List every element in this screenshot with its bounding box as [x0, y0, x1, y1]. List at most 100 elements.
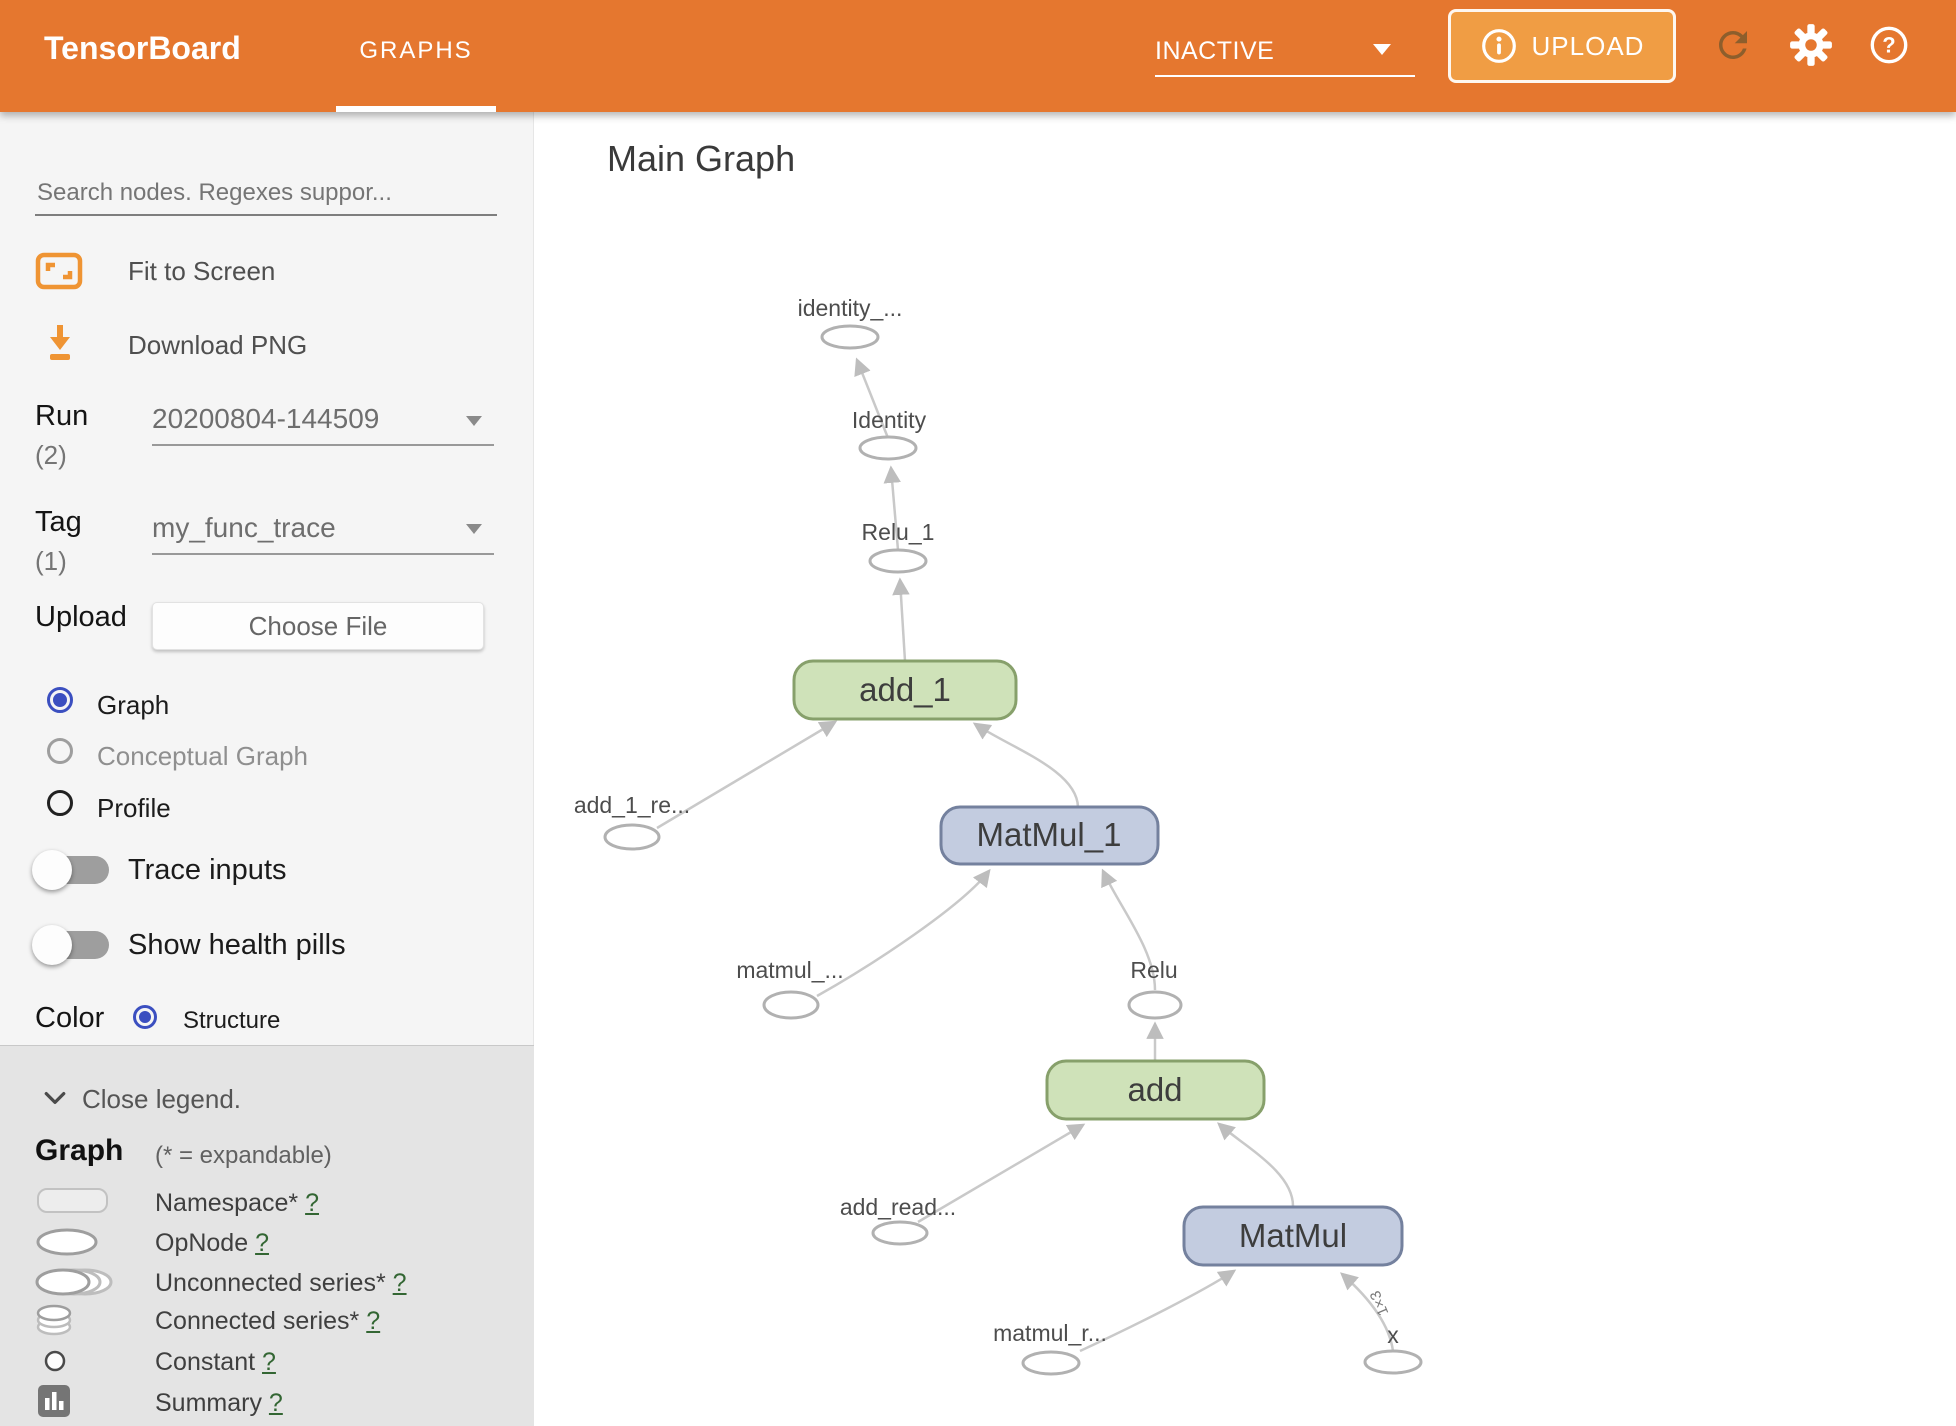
- svg-text:add_1: add_1: [859, 671, 951, 708]
- environment-dropdown-value: INACTIVE: [1155, 37, 1275, 65]
- graph-node-identity[interactable]: Identity: [852, 407, 927, 461]
- opnode-help-link[interactable]: ?: [255, 1229, 269, 1257]
- graph-node-add[interactable]: add: [1045, 1059, 1266, 1121]
- edge-shape-label: 1×3: [1367, 1288, 1393, 1318]
- summary-icon: [38, 1385, 70, 1417]
- namespace-help-link[interactable]: ?: [305, 1189, 319, 1217]
- svg-text:identity_...: identity_...: [798, 295, 903, 321]
- upload-label: Upload: [35, 601, 127, 633]
- chevron-down-icon[interactable]: [43, 1090, 67, 1106]
- run-dropdown[interactable]: 20200804-144509: [152, 403, 380, 434]
- svg-text:Relu_1: Relu_1: [862, 519, 935, 545]
- edge-add1read-to-add1: [656, 720, 838, 830]
- namespace-icon: [37, 1188, 108, 1213]
- run-dropdown-underline: [152, 444, 494, 446]
- tag-count: (1): [35, 546, 67, 576]
- radio-profile-label[interactable]: Profile: [97, 793, 171, 823]
- svg-text:MatMul: MatMul: [1239, 1217, 1347, 1254]
- tag-dropdown-chevron-icon[interactable]: [466, 524, 482, 534]
- graph-node-add-1-read[interactable]: add_1_re...: [574, 792, 690, 851]
- graph-node-matmul-series[interactable]: matmul_...: [736, 957, 844, 1020]
- graph-node-matmul-read[interactable]: matmul_r...: [993, 1320, 1107, 1376]
- legend-item-summary: Summary ?: [155, 1389, 283, 1417]
- show-health-pills-toggle[interactable]: [32, 925, 111, 965]
- svg-text:MatMul_1: MatMul_1: [977, 816, 1122, 853]
- tag-dropdown[interactable]: my_func_trace: [152, 512, 336, 543]
- edge-relu1-to-identity: [883, 465, 901, 551]
- info-icon: [1481, 29, 1516, 63]
- trace-inputs-toggle[interactable]: [32, 850, 111, 890]
- run-count: (2): [35, 440, 67, 470]
- refresh-icon[interactable]: [1712, 24, 1754, 66]
- svg-text:Identity: Identity: [852, 407, 927, 433]
- constant-help-link[interactable]: ?: [262, 1348, 276, 1376]
- download-icon[interactable]: [44, 322, 76, 362]
- svg-text:matmul_...: matmul_...: [736, 957, 843, 983]
- close-legend-button[interactable]: Close legend.: [82, 1084, 241, 1114]
- svg-text:add_1_re...: add_1_re...: [574, 792, 690, 818]
- graph-node-add-1[interactable]: add_1: [792, 659, 1018, 721]
- legend-item-namespace: Namespace* ?: [155, 1189, 319, 1217]
- svg-text:add_read...: add_read...: [840, 1194, 956, 1220]
- tab-graphs[interactable]: GRAPHS: [359, 37, 473, 64]
- upload-button[interactable]: UPLOAD: [1448, 9, 1676, 83]
- svg-text:matmul_r...: matmul_r...: [993, 1320, 1107, 1346]
- graph-node-relu-1[interactable]: Relu_1: [862, 519, 935, 574]
- graph-canvas[interactable]: 1×3 identity_... Identity Relu_1 add_1_r…: [534, 112, 1956, 1426]
- color-label: Color: [35, 1002, 105, 1034]
- svg-text:Relu: Relu: [1130, 957, 1177, 983]
- search-input[interactable]: [35, 172, 497, 216]
- choose-file-button[interactable]: Choose File: [152, 602, 484, 650]
- download-png-button[interactable]: Download PNG: [128, 330, 308, 360]
- fit-to-screen-icon[interactable]: [35, 252, 83, 290]
- edge-add1-to-relu1: [892, 577, 910, 662]
- radio-conceptual-graph-label[interactable]: Conceptual Graph: [97, 741, 309, 771]
- unconnected-series-help-link[interactable]: ?: [392, 1269, 407, 1297]
- edge-matmul1-to-add1: [972, 722, 1080, 808]
- edge-x-to-matmul: [1340, 1272, 1395, 1352]
- graph-node-matmul-1[interactable]: MatMul_1: [939, 805, 1160, 866]
- legend-item-connected-series: Connected series* ?: [155, 1307, 381, 1335]
- graph-node-matmul[interactable]: MatMul: [1182, 1205, 1404, 1267]
- constant-icon: [44, 1350, 66, 1372]
- show-health-pills-label: Show health pills: [128, 929, 346, 961]
- radio-graph[interactable]: [47, 687, 73, 713]
- unconnected-series-icon: [35, 1268, 113, 1296]
- upload-button-label: UPLOAD: [1531, 30, 1645, 61]
- page-title: Main Graph: [607, 138, 796, 179]
- graph-node-x[interactable]: x: [1363, 1322, 1423, 1375]
- radio-conceptual-graph[interactable]: [47, 738, 73, 764]
- environment-dropdown[interactable]: INACTIVE: [1155, 28, 1415, 77]
- legend-item-unconnected-series: Unconnected series* ?: [155, 1269, 407, 1297]
- graph-node-add-read[interactable]: add_read...: [840, 1194, 956, 1246]
- app-header: TensorBoard GRAPHS INACTIVE UPLOAD: [0, 0, 1956, 112]
- svg-text:x: x: [1387, 1322, 1399, 1348]
- edge-matmulread-to-matmul: [1079, 1269, 1237, 1353]
- gear-icon[interactable]: [1788, 22, 1834, 68]
- graph-node-relu[interactable]: Relu: [1127, 957, 1183, 1020]
- main-graph-area: Main Graph 1×3 identity_...: [534, 112, 1956, 1426]
- graph-node-identity-series[interactable]: identity_...: [798, 295, 903, 350]
- edge-addread-to-add: [917, 1123, 1086, 1224]
- summary-help-link[interactable]: ?: [268, 1389, 283, 1417]
- connected-series-help-link[interactable]: ?: [366, 1307, 381, 1335]
- legend-item-constant: Constant ?: [155, 1348, 276, 1376]
- radio-graph-label[interactable]: Graph: [97, 690, 170, 720]
- opnode-icon: [36, 1228, 98, 1256]
- help-icon[interactable]: ?: [1868, 24, 1910, 66]
- color-structure-label[interactable]: Structure: [183, 1007, 281, 1034]
- run-dropdown-chevron-icon[interactable]: [466, 416, 482, 426]
- radio-profile[interactable]: [47, 790, 73, 816]
- legend-note: (* = expandable): [155, 1142, 332, 1169]
- tag-label: Tag: [35, 506, 82, 538]
- trace-inputs-label: Trace inputs: [128, 854, 287, 886]
- legend-title: Graph: [35, 1134, 124, 1167]
- chevron-down-icon: [1373, 44, 1391, 55]
- svg-text:add: add: [1127, 1071, 1182, 1108]
- edge-identity-to-identity-series: [854, 357, 890, 439]
- edge-matmulseries-to-matmul1: [816, 868, 991, 998]
- legend-item-opnode: OpNode ?: [155, 1229, 269, 1257]
- radio-color-structure[interactable]: [133, 1005, 157, 1029]
- fit-to-screen-button[interactable]: Fit to Screen: [128, 256, 276, 286]
- app-title: TensorBoard: [44, 30, 241, 66]
